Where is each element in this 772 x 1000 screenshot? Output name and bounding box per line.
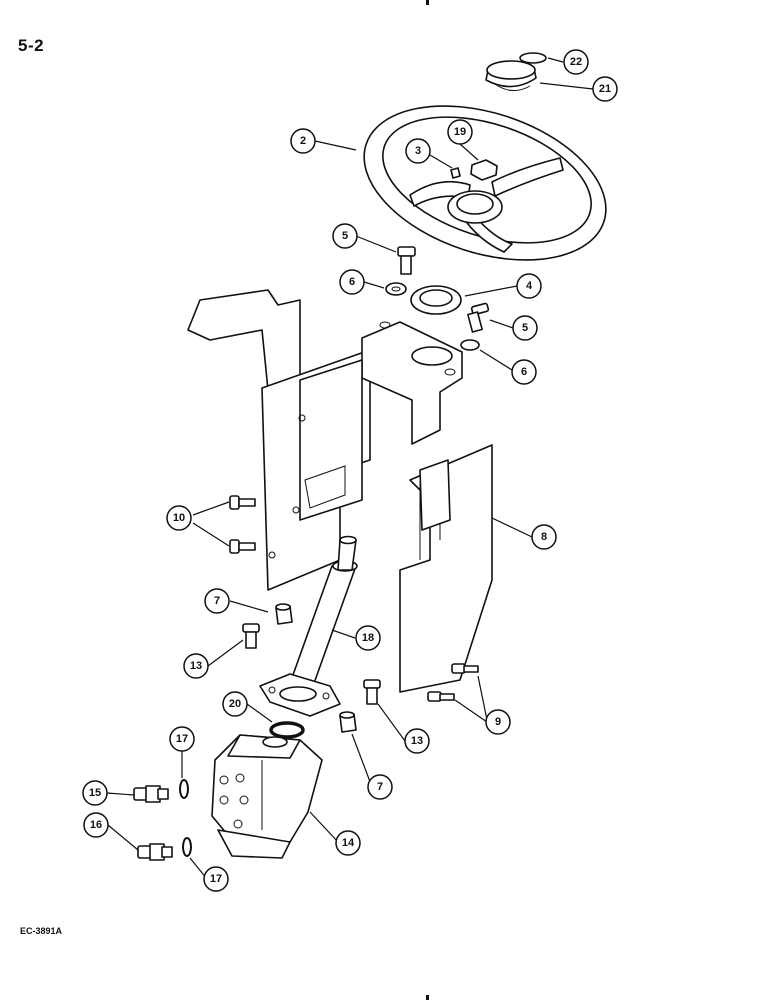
callout-15: 15	[82, 780, 108, 806]
plate-bolt	[451, 663, 479, 674]
callout-label: 3	[415, 145, 421, 157]
fitting-o-ring	[182, 837, 192, 857]
callout-label: 7	[377, 781, 383, 793]
callout-17: 17	[169, 726, 195, 752]
callout-8: 8	[531, 524, 557, 550]
bolt	[397, 246, 416, 275]
steering-motor	[211, 734, 323, 859]
callout-label: 7	[214, 595, 220, 607]
callout-label: 5	[342, 230, 348, 242]
callout-5: 5	[512, 315, 538, 341]
spacer	[275, 603, 293, 625]
callout-3: 3	[405, 138, 431, 164]
callout-label: 17	[176, 733, 188, 745]
callout-9: 9	[485, 709, 511, 735]
callout-label: 18	[362, 632, 374, 644]
callout-16: 16	[83, 812, 109, 838]
callout-label: 5	[522, 322, 528, 334]
callout-label: 20	[229, 698, 241, 710]
callout-label: 9	[495, 716, 501, 728]
hub-cap	[485, 60, 537, 91]
callout-label: 2	[300, 135, 306, 147]
callout-7: 7	[204, 588, 230, 614]
bolt	[467, 302, 490, 333]
callout-18: 18	[355, 625, 381, 651]
callout-22: 22	[563, 49, 589, 75]
callout-label: 17	[210, 873, 222, 885]
callout-21: 21	[592, 76, 618, 102]
callout-label: 21	[599, 83, 611, 95]
bolt	[242, 623, 260, 649]
washer	[460, 339, 480, 351]
callout-label: 22	[570, 56, 582, 68]
callout-6: 6	[511, 359, 537, 385]
frame-bolt	[229, 539, 256, 554]
callout-label: 6	[521, 366, 527, 378]
callout-10: 10	[166, 505, 192, 531]
washer	[385, 282, 407, 296]
callout-20: 20	[222, 691, 248, 717]
column-bushing	[410, 285, 462, 315]
fitting-o-ring	[179, 779, 189, 799]
callout-label: 6	[349, 276, 355, 288]
callout-label: 4	[526, 280, 533, 292]
frame-bolt	[229, 495, 256, 510]
drawing-code: EC-3891A	[20, 926, 63, 936]
registration-mark	[426, 995, 429, 1000]
callout-17: 17	[203, 866, 229, 892]
registration-mark	[426, 0, 429, 5]
callout-label: 19	[454, 126, 466, 138]
hydraulic-fitting	[137, 843, 173, 861]
plate-bolt	[427, 691, 455, 702]
cap-washer	[519, 52, 547, 64]
callout-label: 10	[173, 512, 185, 524]
steering-wheel	[363, 105, 607, 261]
callout-2: 2	[290, 128, 316, 154]
callout-13: 13	[404, 728, 430, 754]
support-frame	[187, 289, 493, 693]
o-ring	[269, 721, 305, 739]
callout-19: 19	[447, 119, 473, 145]
callout-label: 13	[190, 660, 202, 672]
callout-7: 7	[367, 774, 393, 800]
bolt	[363, 679, 381, 705]
page-title: 5-2	[18, 36, 45, 55]
callout-label: 16	[90, 819, 102, 831]
callout-label: 8	[541, 531, 547, 543]
callout-5: 5	[332, 223, 358, 249]
callout-6: 6	[339, 269, 365, 295]
callout-label: 13	[411, 735, 423, 747]
column-flange	[259, 673, 341, 717]
woodruff-key	[450, 167, 461, 179]
callout-13: 13	[183, 653, 209, 679]
callout-4: 4	[516, 273, 542, 299]
hydraulic-fitting	[133, 785, 169, 803]
callout-label: 15	[89, 787, 101, 799]
spacer	[339, 711, 357, 733]
wheel-nut	[470, 159, 498, 181]
leader-lines	[106, 57, 594, 880]
steering-column	[283, 535, 358, 701]
callout-14: 14	[335, 830, 361, 856]
callout-label: 14	[342, 837, 355, 849]
